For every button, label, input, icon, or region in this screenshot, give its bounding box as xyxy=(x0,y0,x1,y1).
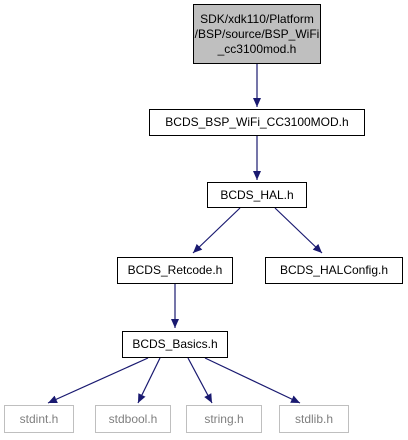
node-bcds-halconfig[interactable]: BCDS_HALConfig.h xyxy=(265,257,403,284)
root-line-1: SDK/xdk110/Platform xyxy=(200,11,314,26)
root-line-2: /BSP/source/BSP_WiFi xyxy=(194,26,320,41)
node-root-file: SDK/xdk110/Platform /BSP/source/BSP_WiFi… xyxy=(193,4,321,64)
edge-basics-to-stdint xyxy=(47,357,149,404)
node-bcds-bsp-wifi-cc3100mod[interactable]: BCDS_BSP_WiFi_CC3100MOD.h xyxy=(149,109,365,136)
node-stdbool: stdbool.h xyxy=(95,405,171,433)
node-bcds-basics[interactable]: BCDS_Basics.h xyxy=(122,331,228,358)
edge-basics-to-string xyxy=(187,357,213,404)
edge-hal-to-halconfig xyxy=(274,207,323,254)
node-bcds-retcode[interactable]: BCDS_Retcode.h xyxy=(117,257,233,284)
edge-basics-to-stdbool xyxy=(137,357,161,404)
node-stdint: stdint.h xyxy=(4,405,74,433)
edge-hal-to-retcode xyxy=(192,207,241,254)
node-string: string.h xyxy=(186,405,262,433)
edge-basics-to-stdlib xyxy=(204,357,301,404)
root-line-3: _cc3100mod.h xyxy=(217,41,297,56)
node-stdlib: stdlib.h xyxy=(279,405,349,433)
node-bcds-hal[interactable]: BCDS_HAL.h xyxy=(207,182,307,208)
